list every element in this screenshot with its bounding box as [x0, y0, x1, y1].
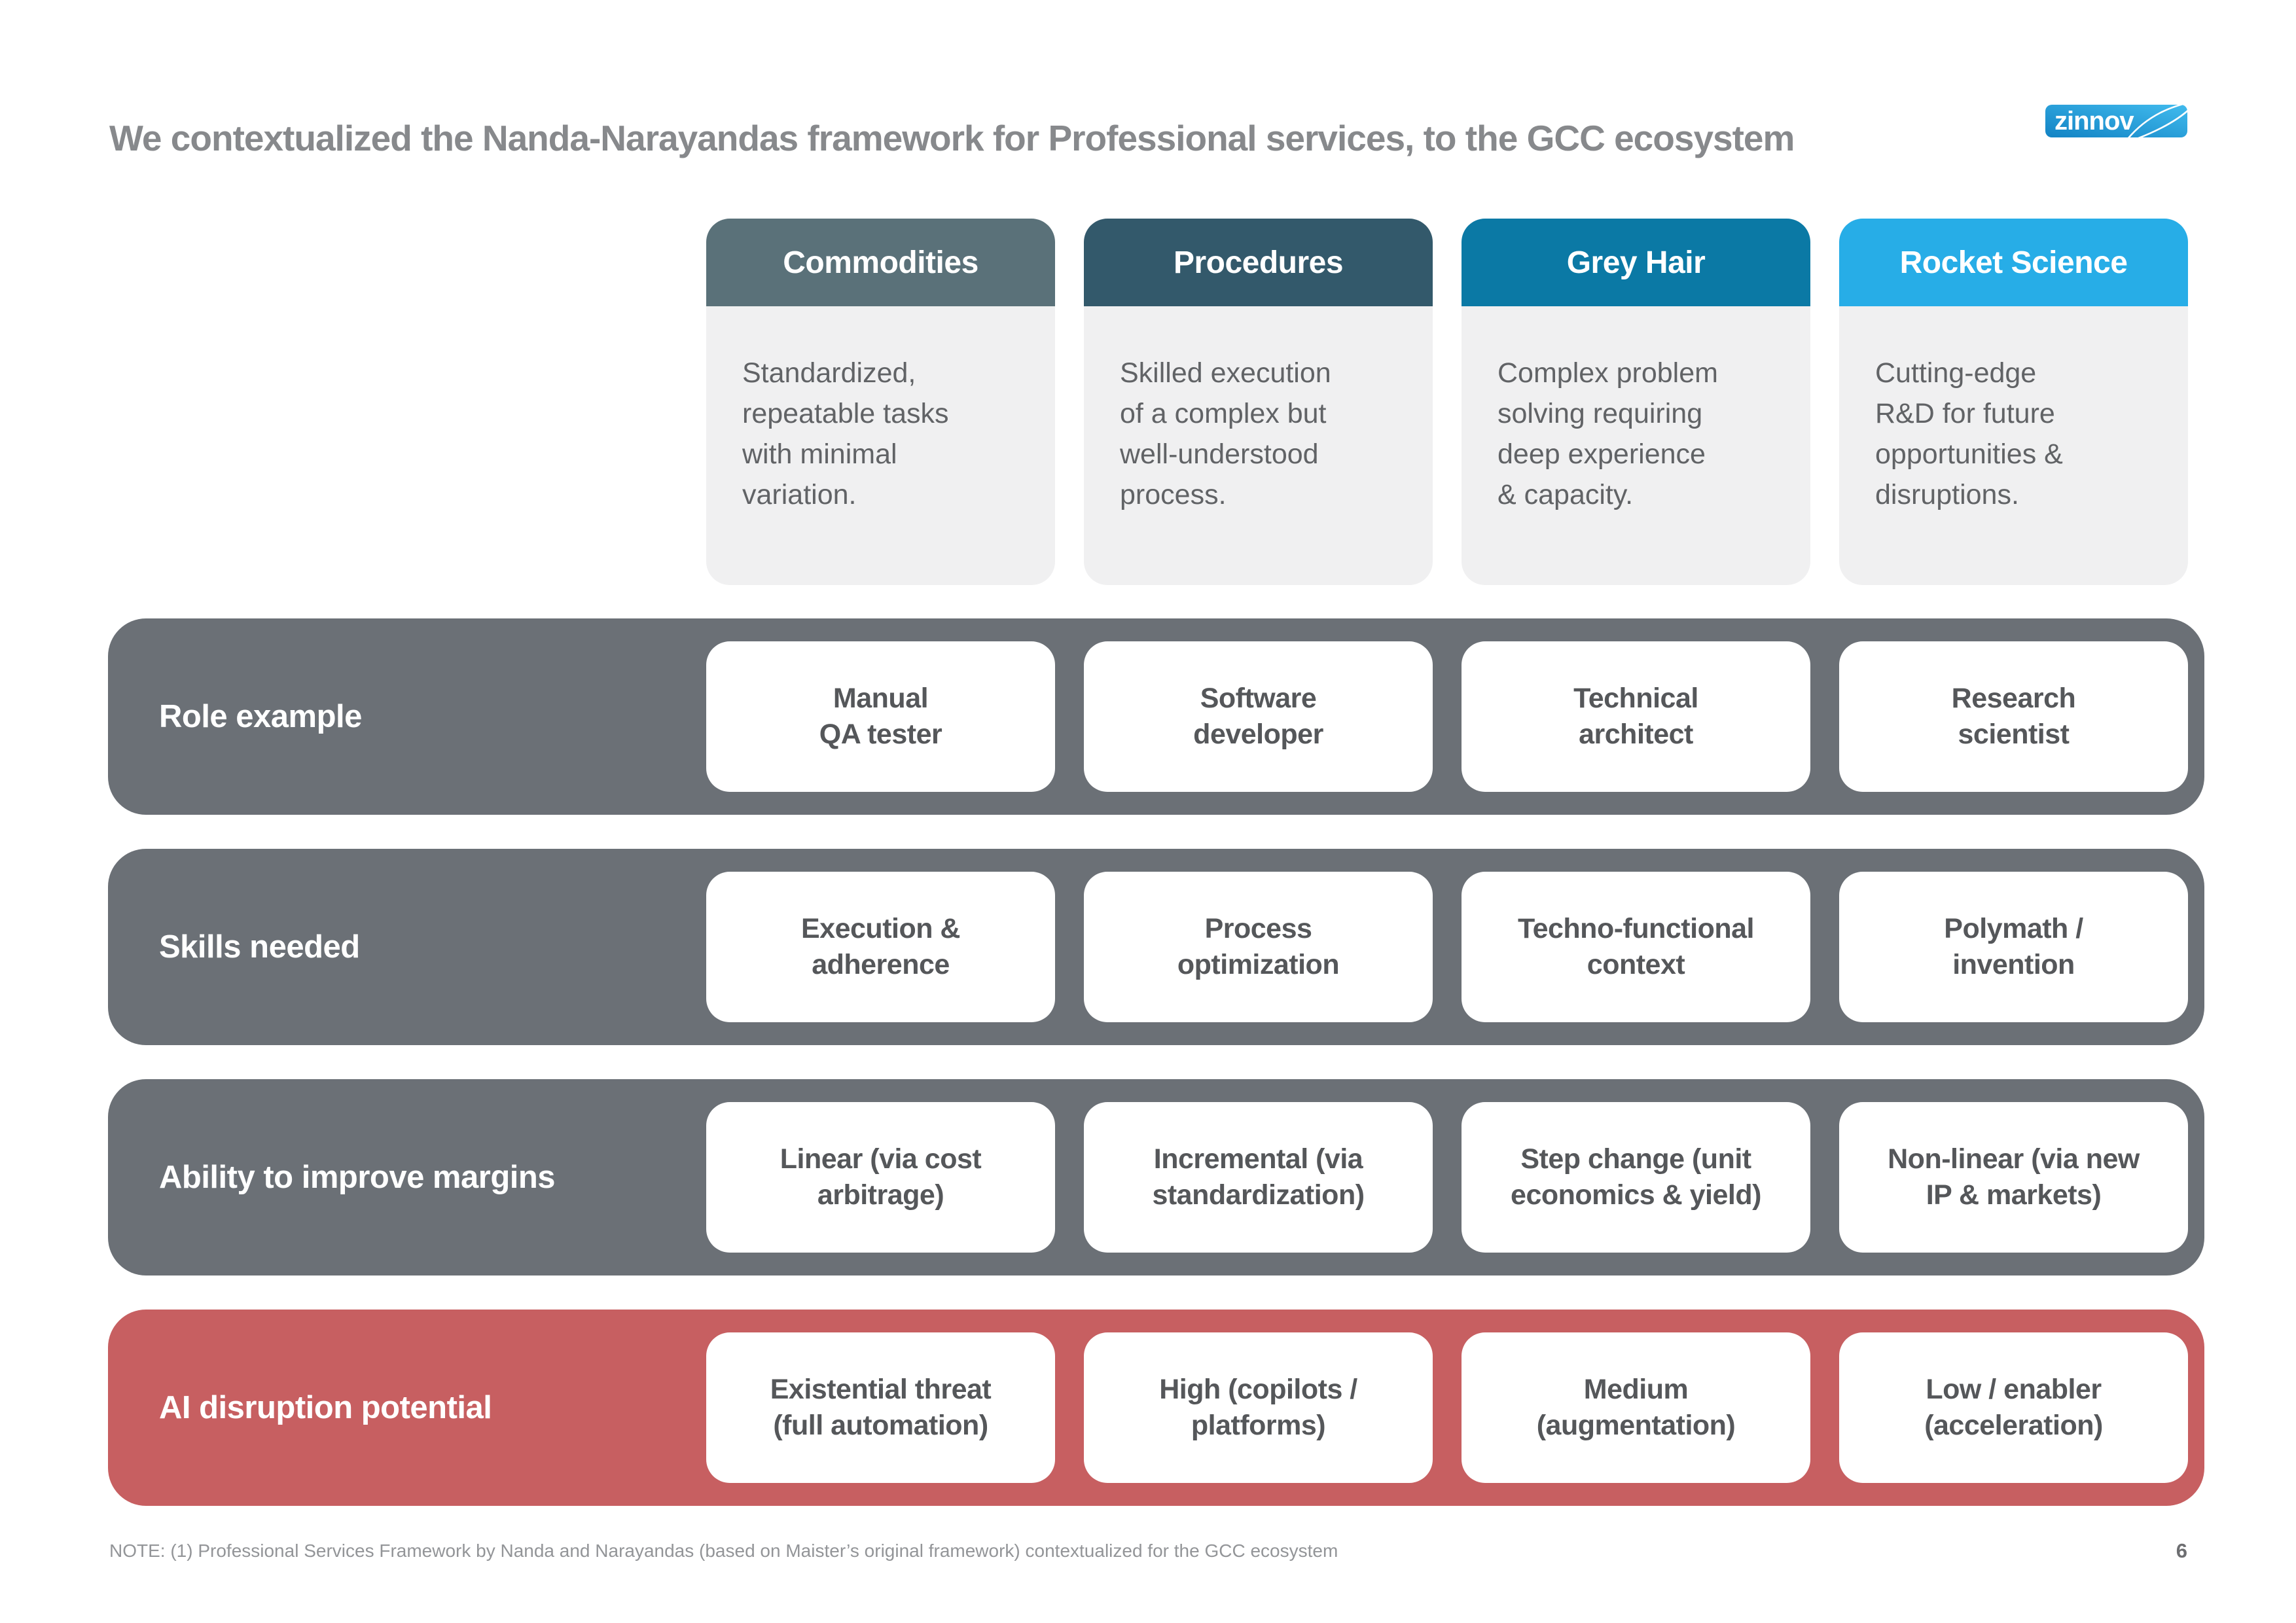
matrix-cell: Polymath / invention: [1839, 872, 2188, 1022]
cell-text: Incremental (via standardization): [1152, 1143, 1365, 1211]
column-card-procedures: Procedures Skilled execution of a comple…: [1084, 219, 1433, 585]
cell-text: Techno-functional context: [1518, 912, 1754, 980]
cell-text: High (copilots / platforms): [1159, 1373, 1357, 1441]
column-card-commodities: Commodities Standardized, repeatable tas…: [706, 219, 1055, 585]
cell-text: Process optimization: [1177, 912, 1340, 980]
column-header-row: Commodities Standardized, repeatable tas…: [108, 219, 2204, 585]
row-ai-disruption: AI disruption potential Existential thre…: [108, 1310, 2204, 1506]
column-header: Procedures: [1084, 219, 1433, 306]
cell-text: Existential threat (full automation): [770, 1373, 992, 1441]
cell-text: Polymath / invention: [1944, 912, 2083, 980]
matrix-cell: Existential threat (full automation): [706, 1332, 1055, 1483]
cell-text: Technical architect: [1573, 682, 1698, 750]
cell-text: Non-linear (via new IP & markets): [1888, 1143, 2140, 1211]
column-description: Cutting-edge R&D for future opportunitie…: [1839, 306, 2188, 585]
row-skills-needed: Skills needed Execution & adherence Proc…: [108, 849, 2204, 1045]
cell-text: Manual QA tester: [819, 682, 942, 750]
row-label: Role example: [159, 699, 362, 734]
matrix-cell: Process optimization: [1084, 872, 1433, 1022]
matrix-cell: Software developer: [1084, 641, 1433, 792]
row-label: Skills needed: [159, 929, 360, 965]
footnote: NOTE: (1) Professional Services Framewor…: [109, 1541, 1338, 1561]
row-ability-margins: Ability to improve margins Linear (via c…: [108, 1079, 2204, 1275]
matrix-cell: High (copilots / platforms): [1084, 1332, 1433, 1483]
column-title: Rocket Science: [1899, 245, 2128, 280]
logo-swoosh-icon: [2127, 101, 2191, 140]
matrix-cell: Execution & adherence: [706, 872, 1055, 1022]
matrix-cell: Incremental (via standardization): [1084, 1102, 1433, 1253]
column-description: Complex problem solving requiring deep e…: [1462, 306, 1810, 585]
row-label: Ability to improve margins: [159, 1160, 556, 1195]
matrix-cell: Step change (unit economics & yield): [1462, 1102, 1810, 1253]
column-description: Standardized, repeatable tasks with mini…: [706, 306, 1055, 585]
matrix-cell: Non-linear (via new IP & markets): [1839, 1102, 2188, 1253]
column-header: Rocket Science: [1839, 219, 2188, 306]
matrix-cell: Medium (augmentation): [1462, 1332, 1810, 1483]
page-number: 6: [2176, 1539, 2187, 1562]
column-title: Procedures: [1173, 245, 1344, 280]
cell-text: Step change (unit economics & yield): [1511, 1143, 1761, 1211]
cell-text: Research scientist: [1951, 682, 2076, 750]
matrix-cell: Low / enabler (acceleration): [1839, 1332, 2188, 1483]
column-description: Skilled execution of a complex but well-…: [1084, 306, 1433, 585]
row-label: AI disruption potential: [159, 1390, 492, 1425]
column-header: Commodities: [706, 219, 1055, 306]
matrix-cell: Linear (via cost arbitrage): [706, 1102, 1055, 1253]
matrix-cell: Manual QA tester: [706, 641, 1055, 792]
cell-text: Software developer: [1193, 682, 1323, 750]
matrix-cell: Research scientist: [1839, 641, 2188, 792]
column-header: Grey Hair: [1462, 219, 1810, 306]
cell-text: Medium (augmentation): [1536, 1373, 1736, 1441]
row-role-example: Role example Manual QA tester Software d…: [108, 618, 2204, 815]
zinnov-logo: zinnov: [2045, 101, 2191, 140]
logo-text: zinnov: [2054, 107, 2134, 135]
column-title: Grey Hair: [1566, 245, 1706, 280]
logo-pill: [2045, 105, 2187, 137]
cell-text: Execution & adherence: [801, 912, 961, 980]
matrix-cell: Techno-functional context: [1462, 872, 1810, 1022]
cell-text: Linear (via cost arbitrage): [780, 1143, 982, 1211]
column-card-grey-hair: Grey Hair Complex problem solving requir…: [1462, 219, 1810, 585]
page-title: We contextualized the Nanda-Narayandas f…: [109, 117, 1795, 158]
framework-matrix: Commodities Standardized, repeatable tas…: [108, 219, 2204, 1540]
column-card-rocket-science: Rocket Science Cutting-edge R&D for futu…: [1839, 219, 2188, 585]
matrix-cell: Technical architect: [1462, 641, 1810, 792]
footer: NOTE: (1) Professional Services Framewor…: [109, 1539, 2187, 1563]
column-title: Commodities: [783, 245, 978, 280]
cell-text: Low / enabler (acceleration): [1924, 1373, 2103, 1441]
